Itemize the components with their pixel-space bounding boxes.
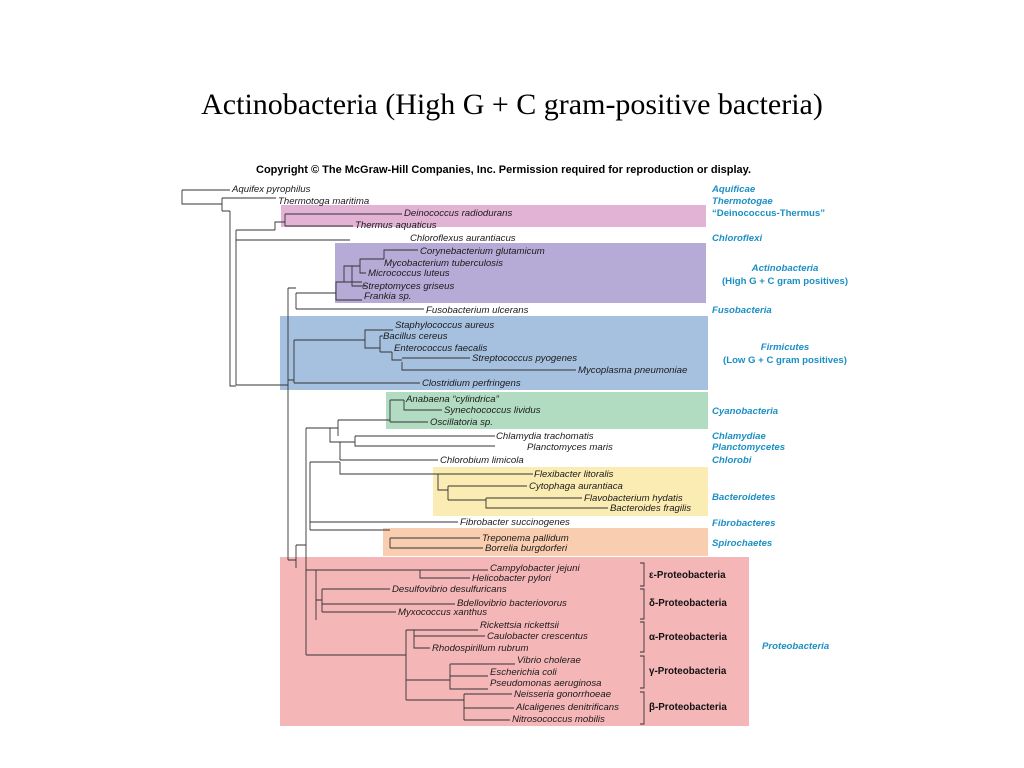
species-label: Planctomyces maris xyxy=(527,442,613,453)
group-label-firmicutes: Firmicutes xyxy=(761,342,810,353)
group-label-thermotogae: Thermotogae xyxy=(712,196,773,207)
species-label: Pseudomonas aeruginosa xyxy=(490,678,601,689)
subgroup-labels: ε-Proteobacteria δ-Proteobacteria α-Prot… xyxy=(649,570,727,713)
species-label: Synechococcus lividus xyxy=(444,405,541,416)
group-label-deinococcus-thermus: “Deinococcus-Thermus” xyxy=(712,208,825,219)
species-labels: Aquifex pyrophilus Thermotoga maritima D… xyxy=(231,184,691,725)
group-label-cyanobacteria: Cyanobacteria xyxy=(712,406,779,417)
species-label: Escherichia coli xyxy=(490,667,558,678)
species-label: Streptococcus pyogenes xyxy=(472,353,577,364)
subgroup-label-epsilon: ε-Proteobacteria xyxy=(649,570,726,581)
species-label: Rickettsia rickettsii xyxy=(480,620,560,631)
band-spirochaetes xyxy=(383,528,708,556)
group-label-chlamydiae: Chlamydiae xyxy=(712,431,767,442)
species-label: Desulfovibrio desulfuricans xyxy=(392,584,507,595)
species-label: Chlamydia trachomatis xyxy=(496,431,594,442)
species-label: Bacillus cereus xyxy=(383,331,448,342)
band-deinococcus-thermus xyxy=(281,205,706,227)
subgroup-brackets xyxy=(640,562,645,725)
species-label: Thermotoga maritima xyxy=(278,196,369,207)
subgroup-label-delta: δ-Proteobacteria xyxy=(649,598,727,609)
species-label: Deinococcus radiodurans xyxy=(404,208,512,219)
species-label: Chloroflexus aurantiacus xyxy=(410,233,516,244)
species-label: Borrelia burgdorferi xyxy=(485,543,568,554)
species-label: Streptomyces griseus xyxy=(362,281,454,292)
band-proteobacteria xyxy=(280,557,749,726)
group-label-bacteroidetes: Bacteroidetes xyxy=(712,492,775,503)
species-label: Bacteroides fragilis xyxy=(610,503,691,514)
group-label-planctomycetes: Planctomycetes xyxy=(712,442,785,453)
group-label-actinobacteria: Actinobacteria xyxy=(751,263,819,274)
band-firmicutes xyxy=(280,316,708,390)
species-label: Flavobacterium hydatis xyxy=(584,493,683,504)
species-label: Chlorobium limicola xyxy=(440,455,524,466)
species-label: Enterococcus faecalis xyxy=(394,343,488,354)
species-label: Staphylococcus aureus xyxy=(395,320,494,331)
species-label: Thermus aquaticus xyxy=(355,220,437,231)
species-label: Myxococcus xanthus xyxy=(398,607,487,618)
group-label-fibrobacteres: Fibrobacteres xyxy=(712,518,775,529)
band-actinobacteria xyxy=(335,243,706,303)
group-label-actinobacteria-note: (High G + C gram positives) xyxy=(722,276,848,287)
group-label-spirochaetes: Spirochaetes xyxy=(712,538,772,549)
species-label: Bdellovibrio bacteriovorus xyxy=(457,598,567,609)
species-label: Anabaena “cylindrica” xyxy=(405,394,500,405)
species-label: Treponema pallidum xyxy=(482,533,569,544)
species-label: Caulobacter crescentus xyxy=(487,631,588,642)
species-label: Campylobacter jejuni xyxy=(490,563,580,574)
tree-branches xyxy=(181,189,608,721)
species-label: Vibrio cholerae xyxy=(517,655,581,666)
group-label-chloroflexi: Chloroflexi xyxy=(712,233,762,244)
species-label: Aquifex pyrophilus xyxy=(231,184,311,195)
species-label: Mycobacterium tuberculosis xyxy=(384,258,503,269)
species-label: Micrococcus luteus xyxy=(368,268,450,279)
species-label: Fibrobacter succinogenes xyxy=(460,517,570,528)
species-label: Oscillatoria sp. xyxy=(430,417,493,428)
species-label: Cytophaga aurantiaca xyxy=(529,481,623,492)
copyright-notice: Copyright © The McGraw-Hill Companies, I… xyxy=(256,164,752,176)
group-label-chlorobi: Chlorobi xyxy=(712,455,752,466)
group-label-fusobacteria: Fusobacteria xyxy=(712,305,772,316)
subgroup-label-beta: β-Proteobacteria xyxy=(649,702,727,713)
group-label-aquificae: Aquificae xyxy=(711,184,756,195)
species-label: Neisseria gonorrhoeae xyxy=(514,689,611,700)
band-cyanobacteria xyxy=(386,392,708,429)
species-label: Mycoplasma pneumoniae xyxy=(578,365,687,376)
species-label: Nitrosococcus mobilis xyxy=(512,714,605,725)
species-label: Fusobacterium ulcerans xyxy=(426,305,529,316)
species-label: Corynebacterium glutamicum xyxy=(420,246,545,257)
subgroup-label-alpha: α-Proteobacteria xyxy=(649,632,727,643)
group-label-firmicutes-note: (Low G + C gram positives) xyxy=(723,355,847,366)
species-label: Alcaligenes denitrificans xyxy=(515,702,619,713)
species-label: Clostridium perfringens xyxy=(422,378,521,389)
group-label-proteobacteria: Proteobacteria xyxy=(762,641,830,652)
group-labels: Aquificae Thermotogae “Deinococcus-Therm… xyxy=(711,184,848,652)
slide-title: Actinobacteria (High G + C gram-positive… xyxy=(201,88,823,121)
species-label: Helicobacter pylori xyxy=(472,573,552,584)
species-label: Flexibacter litoralis xyxy=(534,469,614,480)
subgroup-label-gamma: γ-Proteobacteria xyxy=(649,666,727,677)
species-label: Rhodospirillum rubrum xyxy=(432,643,529,654)
species-label: Frankia sp. xyxy=(364,291,411,302)
